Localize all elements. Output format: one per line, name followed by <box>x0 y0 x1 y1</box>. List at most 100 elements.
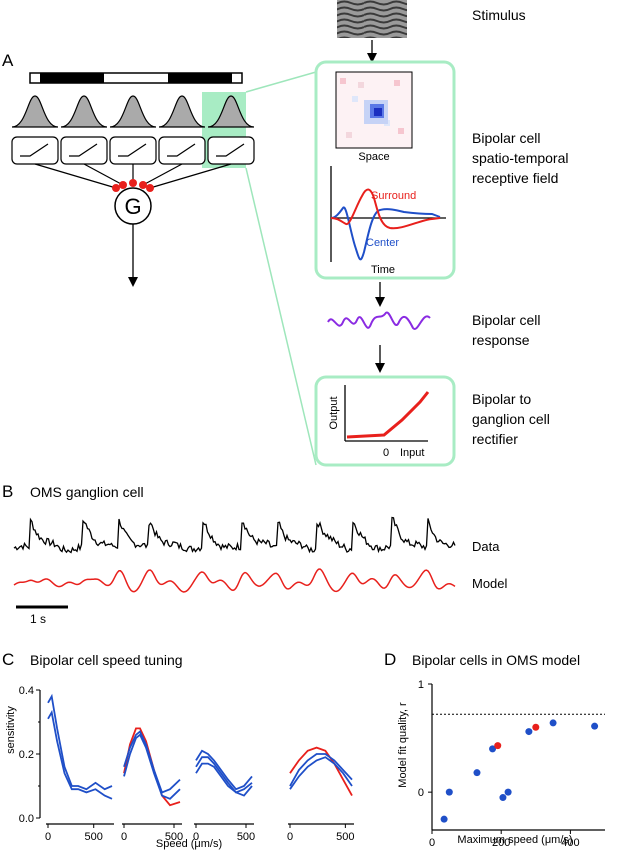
tuning-curve <box>289 756 353 790</box>
tuning-curve <box>289 746 353 797</box>
tuning-curve <box>195 749 253 791</box>
synapse-dot <box>146 184 154 192</box>
nonlinearity-box <box>109 136 157 165</box>
wire <box>83 163 124 186</box>
x-tick-label: 500 <box>237 831 255 843</box>
x-tick-label: 500 <box>336 831 354 843</box>
synapse-dot <box>129 179 137 187</box>
rectifier-zero-label: 0 <box>383 447 389 459</box>
surround-kernel-curve <box>330 188 441 230</box>
y-tick-label: 0.4 <box>19 685 34 697</box>
scatter-point <box>525 728 533 736</box>
scatter-point <box>489 745 497 753</box>
bar-dark-segment <box>168 73 232 83</box>
rf-pixel <box>358 82 364 88</box>
input-label: Input <box>400 447 424 459</box>
gaussian-profile <box>109 95 157 128</box>
rectifier-title-line1: Bipolar to <box>472 391 531 407</box>
wire <box>34 163 117 189</box>
x-tick-label: 500 <box>165 831 183 843</box>
tuning-curve <box>195 756 253 794</box>
panel-b-letter: B <box>2 482 13 501</box>
x-axis-label: Maximum speed (μm/s) <box>457 834 572 846</box>
scatter-point <box>445 788 453 796</box>
tuning-curve <box>195 762 253 797</box>
y-tick-label: 0.0 <box>19 813 34 825</box>
scale-bar-label: 1 s <box>30 612 46 626</box>
x-tick-label: 500 <box>85 831 103 843</box>
data-trace <box>13 516 456 554</box>
rectifier-box <box>314 375 456 467</box>
bipolar-unit <box>109 95 157 183</box>
rf-pixel <box>398 128 404 134</box>
rectifier-title-line2: ganglion cell <box>472 411 550 427</box>
zoom-line <box>245 167 317 466</box>
gaussian-profile <box>158 95 206 128</box>
rf-title-line1: Bipolar cell <box>472 130 540 146</box>
scatter-point <box>549 719 557 727</box>
scatter-point <box>504 788 512 796</box>
panel-a-letter: A <box>2 51 14 70</box>
wire <box>142 163 183 186</box>
bipolar-units <box>11 95 255 189</box>
nonlinearity-box <box>207 136 255 165</box>
stimulus-texture <box>337 0 407 38</box>
rf-pixel <box>394 80 400 86</box>
rf-title-line3: receptive field <box>472 170 558 186</box>
surround-label: Surround <box>371 190 416 202</box>
scatter-point <box>494 742 502 750</box>
y-tick-label: 0.2 <box>19 749 34 761</box>
model-label: Model <box>472 576 508 591</box>
y-tick-label: 1 <box>418 679 424 691</box>
panel-d: D Bipolar cells in OMS model Model fit q… <box>384 650 605 849</box>
panel-a: A Stimulus <box>2 0 569 467</box>
x-axis-label: Speed (μm/s) <box>156 838 222 850</box>
synapses <box>112 179 154 192</box>
response-line1: Bipolar cell <box>472 312 540 328</box>
bar-stimulus <box>29 72 243 84</box>
x-tick-label: 0 <box>429 837 435 849</box>
rectifier-glyph <box>20 143 49 157</box>
bipolar-unit <box>11 95 117 189</box>
nonlinearity-box <box>60 136 108 165</box>
spatial-receptive-field <box>335 71 413 149</box>
bar-dark-segment <box>40 73 104 83</box>
synapse-dot <box>139 181 147 189</box>
space-label: Space <box>358 151 389 163</box>
time-label: Time <box>371 264 395 276</box>
y-axis-label: Model fit quality, r <box>397 702 409 788</box>
scatter-point <box>473 769 481 777</box>
ganglion-label: G <box>124 194 141 219</box>
wire <box>149 163 232 189</box>
y-axis-label: sensitivity <box>5 706 17 754</box>
nonlinearity-box <box>11 136 59 165</box>
rf-pixel <box>352 96 358 102</box>
center-label: Center <box>366 237 399 249</box>
rf-pixel <box>340 78 346 84</box>
panel-c-letter: C <box>2 650 14 669</box>
scatter-point <box>532 723 540 731</box>
x-tick-label: 200 <box>492 837 510 849</box>
model-trace <box>13 568 456 593</box>
panel-b: B OMS ganglion cell Data Model 1 s <box>2 482 508 626</box>
panel-d-title: Bipolar cells in OMS model <box>412 652 580 668</box>
bipolar-unit <box>149 95 255 189</box>
zoom-line <box>245 71 317 93</box>
rf-pixel <box>346 132 352 138</box>
bipolar-unit <box>142 95 206 186</box>
rf-title-line2: spatio-temporal <box>472 150 569 166</box>
gaussian-profile <box>207 95 255 128</box>
nonlinearity-box <box>158 136 206 165</box>
bipolar-response-trace <box>327 311 431 330</box>
output-label: Output <box>328 396 340 429</box>
x-tick-label: 0 <box>45 831 51 843</box>
panel-d-letter: D <box>384 650 396 669</box>
stimulus-label: Stimulus <box>472 7 526 23</box>
rectifier-title-line3: rectifier <box>472 431 518 447</box>
panel-c: C Bipolar cell speed tuning sensitivity … <box>2 650 355 850</box>
rectifier-glyph <box>216 143 245 157</box>
rectifier-curve <box>346 391 430 439</box>
data-label: Data <box>472 539 500 554</box>
synapse-dot <box>119 181 127 189</box>
x-tick-label: 400 <box>561 837 579 849</box>
